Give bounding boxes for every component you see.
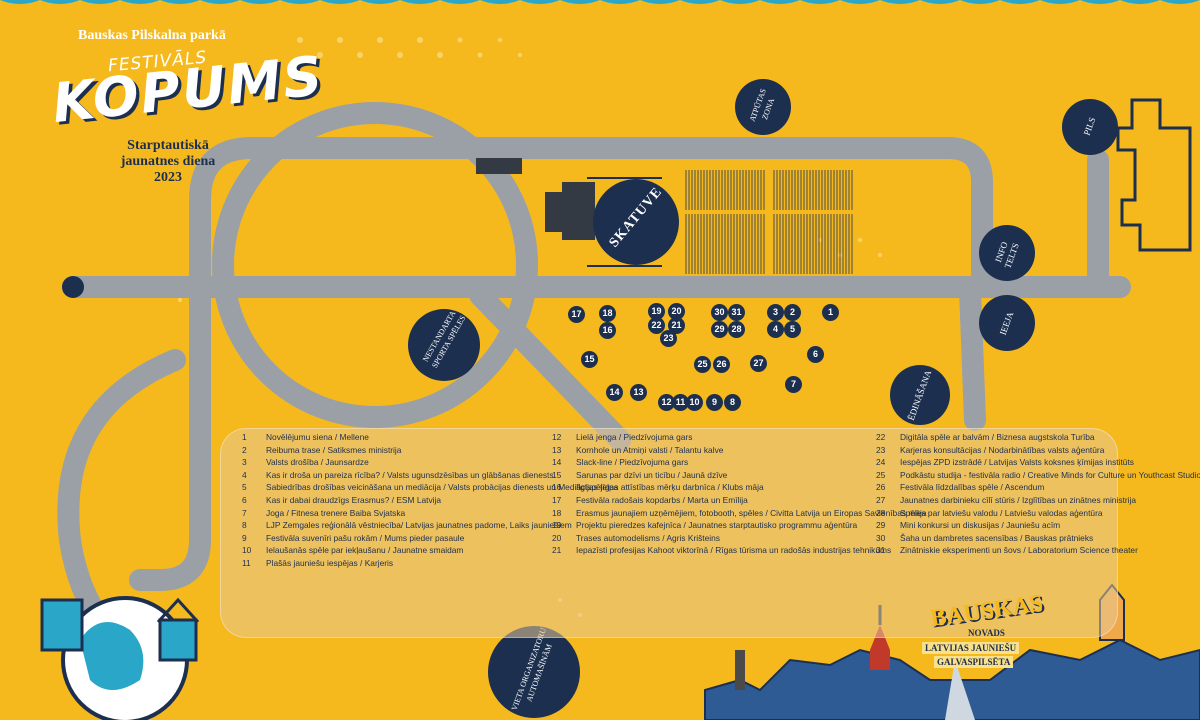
marker-14[interactable]: 14 — [606, 384, 623, 401]
road-end-dot — [62, 276, 84, 298]
castle-outline — [1116, 98, 1192, 252]
subtitle-year: 2023 — [154, 170, 182, 185]
marker-21[interactable]: 21 — [668, 317, 685, 334]
marker-11[interactable]: 11 — [672, 394, 689, 411]
marker-17[interactable]: 17 — [568, 306, 585, 323]
parking-circle — [488, 626, 580, 718]
marker-25[interactable]: 25 — [694, 356, 711, 373]
legend-panel — [220, 428, 1118, 638]
novads-text: NOVADS — [968, 628, 1005, 638]
marker-27[interactable]: 27 — [750, 355, 767, 372]
info-tent-circle — [979, 225, 1035, 281]
marker-4[interactable]: 4 — [767, 321, 784, 338]
youth-capital-line2: GALVASPILSĒTA — [934, 656, 1014, 668]
marker-5[interactable]: 5 — [784, 321, 801, 338]
roads — [57, 102, 1131, 671]
stage — [476, 158, 662, 267]
marker-20[interactable]: 20 — [668, 303, 685, 320]
marker-2[interactable]: 2 — [784, 304, 801, 321]
marker-19[interactable]: 19 — [648, 303, 665, 320]
marker-18[interactable]: 18 — [599, 305, 616, 322]
marker-12[interactable]: 12 — [658, 394, 675, 411]
zone-circles — [408, 79, 1118, 718]
marker-9[interactable]: 9 — [706, 394, 723, 411]
marker-13[interactable]: 13 — [630, 384, 647, 401]
catering-circle — [890, 365, 950, 425]
marker-7[interactable]: 7 — [785, 376, 802, 393]
marker-28[interactable]: 28 — [728, 321, 745, 338]
marker-10[interactable]: 10 — [686, 394, 703, 411]
marker-29[interactable]: 29 — [711, 321, 728, 338]
halftone-dots — [178, 37, 882, 617]
marker-22[interactable]: 22 — [648, 317, 665, 334]
marker-30[interactable]: 30 — [711, 304, 728, 321]
marker-1[interactable]: 1 — [822, 304, 839, 321]
stage-circle — [593, 179, 679, 265]
seating-area — [685, 170, 853, 274]
earth-logo — [40, 596, 200, 720]
festival-subtitle: Starptautiskā jaunatnes diena 2023 — [100, 138, 236, 186]
park-name: Bauskas Pilskalna parkā — [78, 28, 226, 43]
marker-16[interactable]: 16 — [599, 322, 616, 339]
marker-6[interactable]: 6 — [807, 346, 824, 363]
marker-31[interactable]: 31 — [728, 304, 745, 321]
marker-26[interactable]: 26 — [713, 356, 730, 373]
marker-3[interactable]: 3 — [767, 304, 784, 321]
marker-15[interactable]: 15 — [581, 351, 598, 368]
subtitle-line1: Starptautiskā — [127, 138, 209, 153]
sports-circle — [408, 309, 480, 381]
castle-circle — [1062, 99, 1118, 155]
youth-capital-line1: LATVIJAS JAUNIEŠU — [922, 642, 1020, 654]
marker-8[interactable]: 8 — [724, 394, 741, 411]
top-border — [0, 0, 1200, 4]
entrance-circle — [979, 295, 1035, 351]
rest-zone-circle — [735, 79, 791, 135]
marker-23[interactable]: 23 — [660, 330, 677, 347]
subtitle-line2: jaunatnes diena — [120, 154, 216, 169]
